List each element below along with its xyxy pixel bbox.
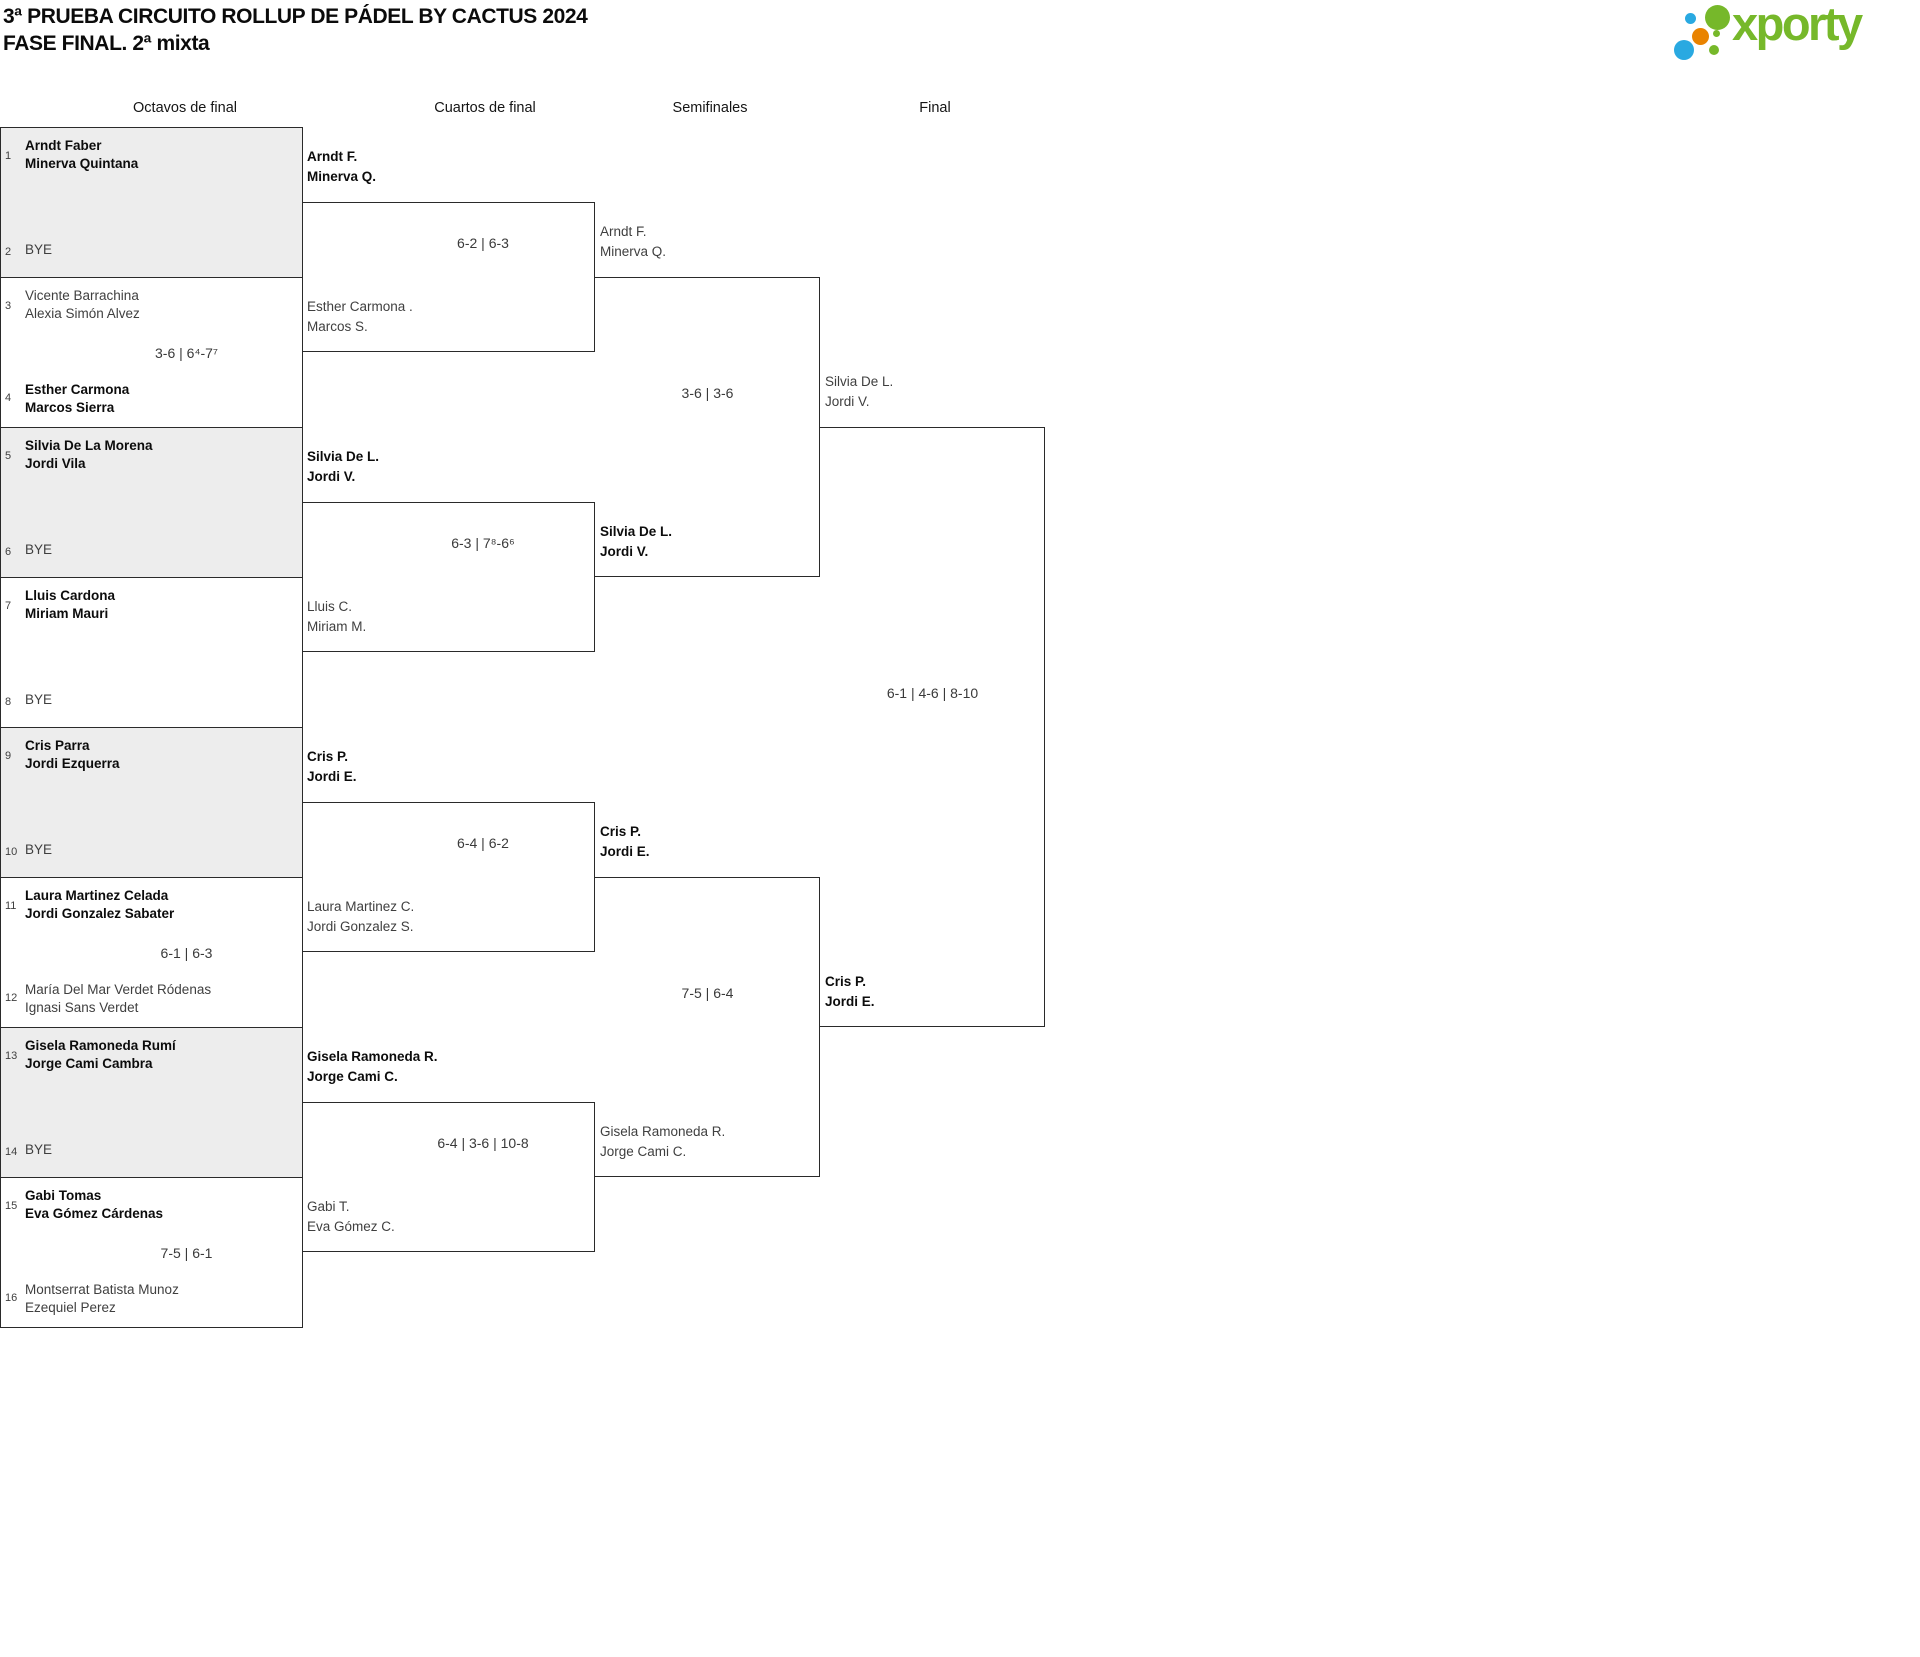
match-score: 6-1 | 6-3 bbox=[160, 945, 213, 961]
cuartos-4-bottom-team: Gabi T.Eva Gómez C. bbox=[307, 1199, 395, 1234]
cuartos-1-score: 6-2 | 6-3 bbox=[457, 235, 509, 251]
cuartos-4-score: 6-4 | 3-6 | 10-8 bbox=[437, 1135, 529, 1151]
team-entry: BYE bbox=[25, 242, 53, 257]
cuartos-3-top-team: Cris P.Jordi E. bbox=[307, 749, 357, 784]
semifinal-1-score: 3-6 | 3-6 bbox=[681, 385, 734, 401]
semifinal-1-bottom-team: Silvia De L.Jordi V. bbox=[600, 524, 673, 559]
round-header-semifinales: Semifinales bbox=[672, 100, 748, 116]
seed-number: 8 bbox=[5, 696, 12, 708]
cuartos-3-score: 6-4 | 6-2 bbox=[457, 835, 509, 851]
round-header-cuartos: Cuartos de final bbox=[434, 100, 536, 116]
cuartos-box-3 bbox=[302, 802, 595, 952]
team-entry: BYE bbox=[25, 692, 53, 707]
xporty-logo: xporty bbox=[1672, 0, 1890, 68]
seed-number: 6 bbox=[5, 546, 12, 558]
logo-dot-blue-small bbox=[1685, 13, 1696, 24]
cuartos-2-top-team: Silvia De L.Jordi V. bbox=[307, 449, 380, 484]
cuartos-box-1 bbox=[302, 202, 595, 352]
seed-number: 11 bbox=[5, 900, 17, 912]
logo-dot-blue-large bbox=[1674, 40, 1694, 60]
team-entry: BYE bbox=[25, 1142, 53, 1157]
seed-number: 5 bbox=[5, 450, 12, 462]
match-score: 3-6 | 6⁴-7⁷ bbox=[155, 345, 218, 361]
seed-number: 13 bbox=[5, 1050, 18, 1062]
cuartos-3-bottom-team: Laura Martinez C.Jordi Gonzalez S. bbox=[307, 899, 415, 934]
logo-dot-green-large bbox=[1705, 5, 1730, 30]
final-box bbox=[820, 427, 1045, 1027]
seed-number: 9 bbox=[5, 750, 12, 762]
cuartos-box-4 bbox=[302, 1102, 595, 1252]
semifinal-2-score: 7-5 | 6-4 bbox=[681, 985, 734, 1001]
logo-dot-green-small bbox=[1709, 45, 1719, 55]
logo-wordmark: xporty bbox=[1732, 0, 1863, 50]
seed-number: 7 bbox=[5, 600, 12, 612]
seed-number: 2 bbox=[5, 246, 12, 258]
team-entry: BYE bbox=[25, 542, 53, 557]
match-score: 7-5 | 6-1 bbox=[160, 1245, 213, 1261]
page-title: 3ª PRUEBA CIRCUITO ROLLUP DE PÁDEL BY CA… bbox=[3, 5, 588, 28]
cuartos-1-top-team: Arndt F.Minerva Q. bbox=[307, 149, 377, 184]
seed-number: 15 bbox=[5, 1200, 18, 1212]
cuartos-box-2 bbox=[302, 502, 595, 652]
logo-dot-orange bbox=[1692, 28, 1709, 45]
team-entry: BYE bbox=[25, 842, 53, 857]
final-top-team: Silvia De L.Jordi V. bbox=[825, 374, 894, 409]
seed-number: 14 bbox=[5, 1146, 18, 1158]
seed-number: 16 bbox=[5, 1292, 18, 1304]
semifinal-1-top-team: Arndt F.Minerva Q. bbox=[600, 224, 667, 259]
cuartos-2-score: 6-3 | 7⁸-6⁶ bbox=[451, 535, 515, 551]
seed-number: 4 bbox=[5, 392, 12, 404]
semifinal-box-1 bbox=[595, 277, 820, 577]
semifinal-box-2 bbox=[595, 877, 820, 1177]
cuartos-1-bottom-team: Esther Carmona .Marcos S. bbox=[307, 299, 413, 334]
cuartos-4-top-team: Gisela Ramoneda R.Jorge Cami C. bbox=[307, 1049, 438, 1084]
round-header-octavos: Octavos de final bbox=[133, 100, 237, 116]
seed-number: 12 bbox=[5, 992, 18, 1004]
logo-dot-green-tiny bbox=[1713, 30, 1720, 37]
semifinal-2-top-team: Cris P.Jordi E. bbox=[600, 824, 650, 859]
cuartos-2-bottom-team: Lluis C.Miriam M. bbox=[307, 599, 367, 634]
seed-number: 1 bbox=[5, 150, 12, 162]
final-bottom-team: Cris P.Jordi E. bbox=[825, 974, 875, 1009]
seed-number: 3 bbox=[5, 300, 12, 312]
round-header-final: Final bbox=[919, 100, 951, 116]
semifinal-2-bottom-team: Gisela Ramoneda R.Jorge Cami C. bbox=[600, 1124, 726, 1159]
seed-number: 10 bbox=[5, 846, 18, 858]
page-subtitle: FASE FINAL. 2ª mixta bbox=[3, 32, 210, 55]
final-score: 6-1 | 4-6 | 8-10 bbox=[886, 685, 979, 701]
